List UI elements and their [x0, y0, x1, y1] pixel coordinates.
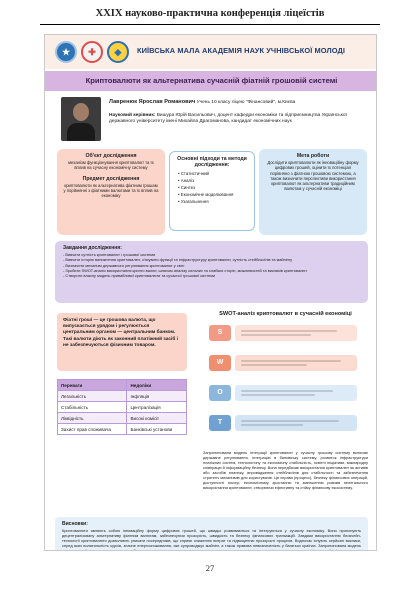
goal-text: Дослідити криптовалюти як інноваційну фо… [267, 160, 359, 192]
author-name: Лавренюк Ярослав Романович [109, 99, 196, 105]
task-item: Вивчити історію виникнення криптовалют, … [63, 257, 360, 262]
methods-item: Статистичний [178, 170, 248, 177]
subject-heading: Предмет дослідження [82, 175, 140, 182]
conclusions-box: Висновки: Криптовалюти являють собою інн… [55, 517, 368, 551]
table-header: Недоліки [126, 379, 187, 391]
swot-title: SWOT-аналіз криптовалют в сучасній еконо… [219, 311, 352, 317]
swot-letter-t: T [209, 415, 231, 431]
page-number: 27 [205, 563, 215, 573]
tasks-box: Завдання дослідження: Вивчити сутність к… [55, 241, 368, 303]
header-rule [40, 24, 380, 25]
author-photo [61, 97, 101, 141]
table-row: Легальність Інфляція [56, 390, 187, 402]
goal-box: Мета роботи Дослідити криптовалюти як ін… [259, 149, 367, 235]
task-item: Створити власну модель привабливої крипт… [63, 273, 360, 278]
table-row: Стабільність Централізація [56, 401, 187, 413]
table-row: Ліквідність Високі комісії [56, 412, 187, 424]
fiat-definition: Фіатні гроші — це грошова валюта, що вип… [57, 313, 187, 371]
task-item: Вивчити сутність криптовалют і грошової … [63, 252, 360, 257]
model-description: Запропонована модель інтеграції криптова… [203, 450, 368, 490]
kyiv-man-logo-icon: ✚ [81, 41, 103, 63]
author-info: Учень 10 класу ліцею "Фінансовий", м.Киє… [196, 100, 296, 105]
man-logo-icon: ★ [55, 41, 77, 63]
poster-title: Криптовалюти як альтернатива сучасній фі… [85, 76, 338, 85]
page-header: XXIX науково-практична конференція ліцеї… [95, 8, 325, 19]
lyceum-logo-icon: ◆ [107, 41, 129, 63]
poster: ★ ✚ ◆ КИЇВСЬКА МАЛА АКАДЕМІЯ НАУК УЧНІВС… [44, 34, 377, 551]
object-text: механізм функціонування криптовалют та ї… [68, 160, 154, 171]
swot-bar-threats [235, 415, 357, 431]
table-cell: Легальність [56, 390, 128, 402]
photo-body [67, 123, 95, 141]
supervisor-label: Науковий керівник: [109, 113, 156, 118]
swot-letter-o: O [209, 385, 231, 401]
methods-item: Аналіз [178, 177, 248, 184]
swot-bar-opportunities [235, 385, 357, 401]
object-heading: Об'єкт дослідження [85, 153, 137, 159]
supervisor-text: Вишура Юрій Васильович, доцент кафедри е… [109, 113, 347, 125]
goal-heading: Мета роботи [296, 153, 330, 159]
task-item: Визначити механізм державного регулюванн… [63, 263, 360, 268]
methods-box: Основні підходи та методи дослідження: С… [169, 151, 255, 231]
methods-item: Узагальнення [178, 198, 248, 205]
swot-bar-strengths [235, 325, 357, 341]
methods-item: Синтез [178, 184, 248, 191]
task-item: Зробити SWOT-аналіз використання крипто … [63, 268, 360, 273]
methods-heading: Основні підходи та методи дослідження: [177, 156, 247, 168]
methods-item: Економічне моделювання [178, 191, 248, 198]
conclusions-heading: Висновки: [62, 521, 88, 527]
logo-bar: ★ ✚ ◆ КИЇВСЬКА МАЛА АКАДЕМІЯ НАУК УЧНІВС… [45, 35, 376, 69]
table-cell: Інфляція [126, 390, 187, 402]
academy-title: КИЇВСЬКА МАЛА АКАДЕМІЯ НАУК УЧНІВСЬКОЇ М… [137, 46, 346, 55]
table-header: Переваги [56, 379, 128, 391]
swot-letter-w: W [209, 355, 231, 371]
tasks-heading: Завдання дослідження: [63, 245, 122, 251]
table-cell: Стабільність [56, 401, 128, 413]
tasks-list: Вивчити сутність криптовалют і грошової … [55, 252, 368, 278]
table-cell: Централізація [126, 401, 187, 413]
conclusions-text: Криптовалюти являють собою інноваційну ф… [62, 528, 361, 551]
author-line: Лавренюк Ярослав Романович Учень 10 клас… [109, 99, 371, 107]
swot-letter-s: S [209, 325, 231, 341]
swot-diagram: S W O T [203, 321, 368, 445]
supervisor: Науковий керівник: Вишура Юрій Васильови… [109, 113, 371, 125]
table-cell: Захист прав споживача [56, 423, 128, 435]
table-cell: Високі комісії [126, 412, 187, 424]
title-bar: Криптовалюти як альтернатива сучасній фі… [45, 71, 376, 91]
table-row: Захист прав споживача Банківські установ… [56, 423, 187, 435]
swot-bar-weaknesses [235, 355, 357, 371]
comparison-table: Переваги Недоліки Легальність Інфляція С… [56, 379, 187, 435]
table-cell: Банківські установи [126, 423, 187, 435]
photo-head [73, 103, 89, 121]
subject-text: криптовалюти як альтернатива фіатним гро… [63, 182, 159, 199]
methods-list: Статистичний Аналіз Синтез Економічне мо… [170, 168, 254, 205]
table-cell: Ліквідність [56, 412, 128, 424]
object-subject-box: Об'єкт дослідження механізм функціонуван… [57, 149, 165, 235]
table-header-row: Переваги Недоліки [56, 379, 187, 391]
